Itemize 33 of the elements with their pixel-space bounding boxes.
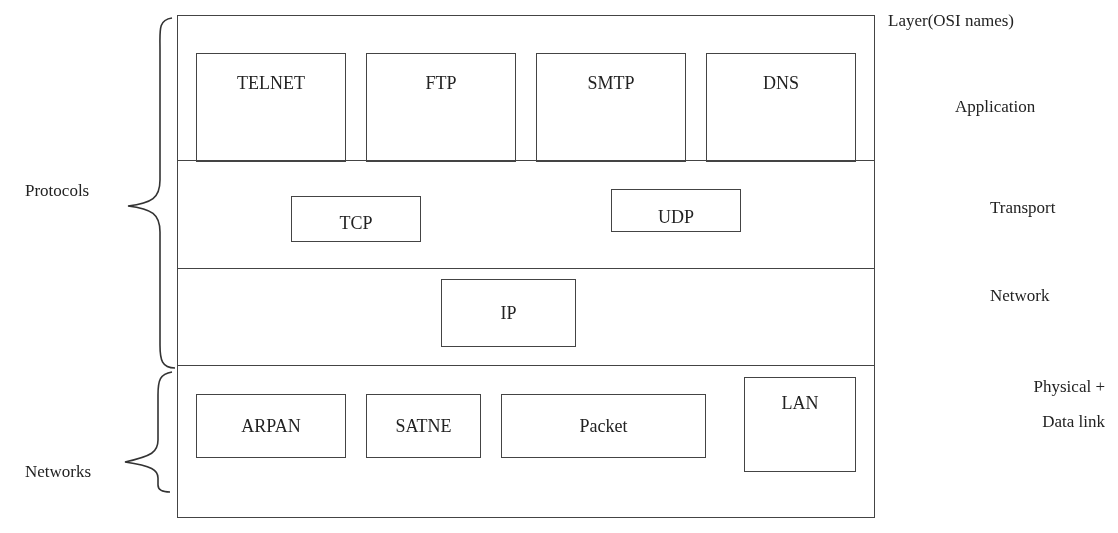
box-label: SATNE: [395, 414, 452, 438]
protocol-box: [366, 53, 516, 162]
layer-label: Transport: [990, 197, 1057, 219]
box-label: UDP: [658, 206, 694, 229]
box-label: Packet: [579, 414, 628, 438]
protocol-box: [611, 189, 741, 232]
protocol-box: [744, 377, 856, 472]
box-label: ARPAN: [241, 414, 301, 438]
layer-label: Physical + Data link: [1032, 376, 1105, 433]
protocol-box: [366, 394, 481, 458]
box-label: DNS: [763, 72, 799, 95]
layer-label: Application: [955, 96, 1037, 118]
layer-label: Network: [990, 285, 1051, 307]
layer-band: [177, 160, 875, 269]
box-label: SMTP: [587, 72, 635, 95]
box-label: TCP: [339, 212, 373, 235]
box-label: FTP: [425, 72, 457, 95]
protocol-box: [196, 53, 346, 162]
box-label: IP: [500, 301, 517, 325]
box-label: LAN: [781, 392, 819, 415]
layer-label: Networks: [25, 461, 93, 483]
protocol-box: [706, 53, 856, 162]
protocol-box: [196, 394, 346, 458]
box-label: TELNET: [237, 72, 305, 95]
protocol-box: [441, 279, 576, 347]
protocol-box: [501, 394, 706, 458]
protocol-box: [536, 53, 686, 162]
layer-band: [177, 15, 875, 161]
layer-band: [177, 365, 875, 518]
layer-band: [177, 268, 875, 366]
layer-label: Protocols: [25, 180, 91, 202]
layer-label: Layer(OSI names): [888, 10, 1016, 32]
protocol-box: [291, 196, 421, 242]
